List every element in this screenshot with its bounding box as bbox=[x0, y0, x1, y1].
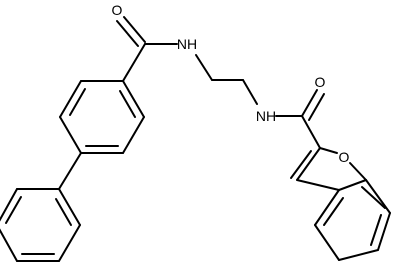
bond bbox=[377, 212, 391, 251]
bond bbox=[370, 214, 382, 246]
bond bbox=[59, 116, 82, 154]
bond bbox=[290, 150, 312, 179]
bond bbox=[116, 20, 139, 47]
bond bbox=[365, 179, 391, 214]
bond bbox=[0, 228, 18, 262]
nitrogen-label-right: NH bbox=[256, 108, 276, 124]
bond bbox=[0, 188, 18, 222]
oxygen-label-left-carbonyl: O bbox=[112, 2, 123, 18]
bond bbox=[5, 196, 22, 224]
bond bbox=[58, 188, 81, 226]
bond bbox=[338, 249, 379, 261]
bonds bbox=[0, 16, 391, 262]
bond bbox=[314, 224, 340, 261]
bond bbox=[319, 147, 338, 154]
bond bbox=[242, 79, 258, 105]
bond bbox=[69, 88, 86, 116]
bond bbox=[314, 189, 340, 226]
bond bbox=[122, 116, 145, 154]
bond bbox=[296, 179, 340, 191]
bond bbox=[122, 43, 146, 82]
bond bbox=[119, 90, 136, 118]
bond bbox=[58, 152, 82, 190]
bond bbox=[301, 89, 318, 117]
bond bbox=[338, 179, 367, 191]
bond bbox=[349, 162, 367, 181]
bond bbox=[296, 147, 321, 181]
nitrogen-label-left: NH bbox=[177, 36, 197, 52]
oxygen-label-right-carbonyl: O bbox=[315, 74, 326, 90]
bond bbox=[361, 186, 386, 209]
bond bbox=[123, 16, 146, 43]
bond bbox=[195, 54, 213, 81]
bond bbox=[58, 224, 81, 262]
bond bbox=[323, 197, 344, 226]
bond bbox=[301, 115, 321, 149]
bond bbox=[122, 80, 145, 118]
oxygen-label-furan: O bbox=[339, 149, 350, 165]
bond bbox=[59, 80, 82, 118]
bond bbox=[55, 198, 72, 226]
atom-labels: O NH NH O O bbox=[112, 2, 350, 165]
bond bbox=[308, 93, 325, 121]
